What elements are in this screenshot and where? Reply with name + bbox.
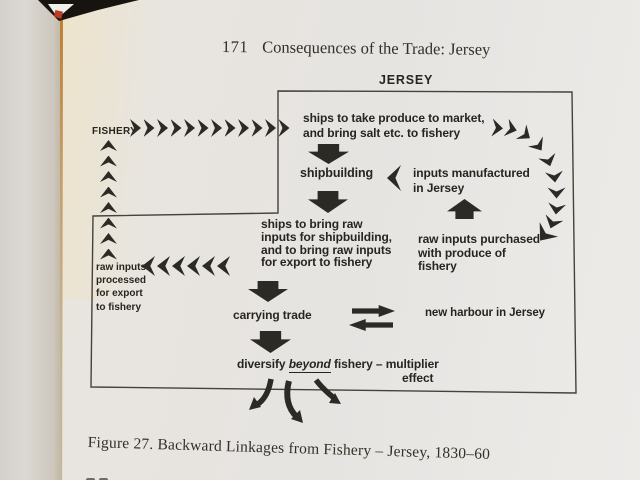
node-new-harbour: new harbour in Jersey [425,307,545,319]
running-head: 171 Consequences of the Trade: Jersey [222,37,491,60]
chain-arrow [238,119,249,137]
node-multiplier-effect: effect [402,371,434,385]
chain-arrow [197,119,209,137]
chain-arrow [143,119,155,137]
diversify-outflow-arrows [249,378,341,423]
arrow-raw-purchased-up [447,199,482,219]
upward-return-arrow-chain [100,140,117,260]
jersey-region-label: JERSEY [379,73,434,87]
arc-arrow [504,119,520,139]
arc-arrow [491,119,504,138]
chain-arrow [100,202,117,213]
arc-arrow [542,214,564,231]
arc-arrow [547,202,566,215]
chain-arrow [170,119,182,137]
outflow-arrow-left [256,378,274,407]
page-warm-tint [63,0,183,300]
chain-arrow [100,248,117,260]
chain-arrow [187,256,200,276]
chain-arrow [100,217,117,229]
chain-arrow [278,119,290,137]
chain-arrow [217,256,230,276]
arrow-to-diversify [250,331,291,353]
arc-arrow [545,171,564,184]
chain-arrow [100,155,117,167]
node-diversify-beyond-fishery: diversify beyond fishery – multiplier [237,357,439,373]
chain-arrow [211,119,222,137]
chain-arrow [142,256,155,276]
figure-caption: Figure 27. Backward Linkages from Fisher… [87,434,491,463]
chain-arrow [100,233,117,244]
arrow-to-carrying-trade [248,281,288,302]
node-inputs-manufactured: inputs manufactured in Jersey [413,166,530,195]
chain-arrow [265,119,276,137]
page-gutter-shadow [0,0,62,480]
diversify-text-post: fishery – multiplier [330,357,439,371]
node-raw-inputs-purchased: raw inputs purchased with produce of fis… [418,232,541,273]
cutoff-text-fragment [86,474,146,480]
page-number: 171 [221,37,249,57]
chain-arrow [130,119,141,137]
chain-arrow [202,256,215,276]
node-ships-bring-raw-inputs: ships to bring raw inputs for shipbuildi… [261,217,392,270]
arrow-ships-to-shipbuilding [308,144,349,164]
arrow-shipbuilding-down [308,191,348,213]
arc-arrow [548,188,566,199]
chain-arrow [100,171,117,182]
fishery-to-jersey-arrow-chain [130,119,290,137]
chain-arrow [157,256,170,276]
chain-arrow [172,256,185,276]
outflow-arrow-right [313,378,336,401]
chain-arrow [251,119,263,137]
arrow-inputs-to-shipbuilding [387,165,401,191]
chain-arrow [184,119,195,137]
chain-arrow [224,119,236,137]
red-bookmark-mark [54,10,63,19]
node-raw-inputs-processed: raw inputs processed for export to fishe… [96,262,147,313]
diversify-text-pre: diversify [237,357,289,371]
arc-arrow [528,136,549,155]
book-spine-crease [60,16,63,480]
chain-arrow [157,119,168,137]
node-shipbuilding: shipbuilding [300,166,374,180]
fishery-node-label: FISHERY [92,126,138,137]
arc-arrow [538,153,559,169]
arc-arrow [516,124,535,145]
diversify-text-beyond: beyond [288,357,331,373]
chain-arrow [100,186,117,198]
arrow-carrying-to-harbour [352,305,395,317]
node-ships-to-market: ships to take produce to market, and bri… [303,111,485,140]
page-title: Consequences of the Trade: Jersey [262,37,491,59]
chain-arrow [100,140,117,151]
raw-inputs-processed-arrow-chain [142,256,230,276]
outflow-arrow-middle [284,380,300,420]
arrow-harbour-to-carrying [349,319,393,331]
node-carrying-trade: carrying trade [233,308,312,322]
